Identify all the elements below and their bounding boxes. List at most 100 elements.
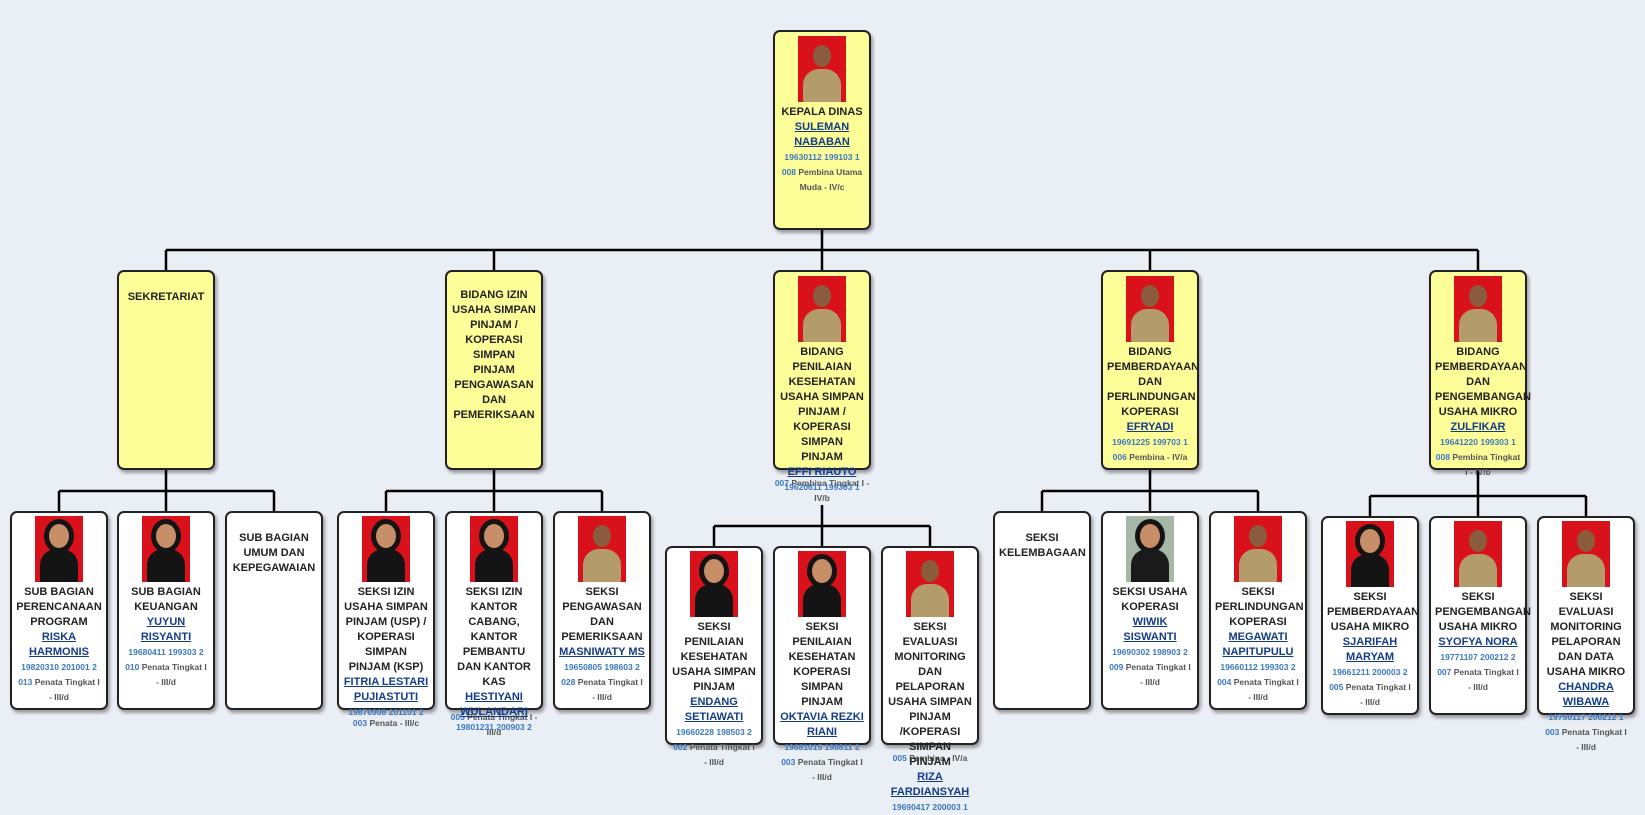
- unit-title: SEKSI PERLINDUNGAN KOPERASI: [1215, 586, 1304, 628]
- unit-title: SEKSI EVALUASI MONITORING PELAPORAN DAN …: [1546, 591, 1626, 678]
- rank-overflow: 007 Pembina Tingkat I - IV/b: [773, 476, 871, 506]
- person-photo: [1454, 521, 1502, 587]
- unit-title: SEKSI PENILAIAN KESEHATAN USAHA SIMPAN P…: [672, 621, 756, 693]
- unit-title: SUB BAGIAN KEUANGAN: [131, 586, 201, 613]
- official-rank: 008 Pembina Tingkat I - IV/b: [1435, 450, 1521, 480]
- unit-title: KEPALA DINAS: [781, 106, 863, 118]
- official-nip: 19820310 201001 2: [21, 662, 97, 672]
- connector-lines: [57, 230, 1588, 546]
- org-node-n20: SEKSI EVALUASI MONITORING PELAPORAN DAN …: [1537, 516, 1635, 752]
- official-name-link[interactable]: MASNIWATY MS: [559, 646, 645, 658]
- unit-title: SEKRETARIAT: [127, 291, 205, 303]
- rank-grade: Penata Tingkat I - III/d: [1561, 727, 1627, 752]
- rank-grade: Penata Tingkat I - III/d: [34, 677, 100, 702]
- person-photo: [470, 516, 518, 582]
- rank-code: 002: [673, 742, 688, 752]
- official-nip: 19661211 200003 2: [1332, 667, 1408, 677]
- unit-title: SEKSI IZIN KANTOR CABANG, KANTOR PEMBANT…: [457, 586, 531, 688]
- person-photo: [1126, 516, 1174, 582]
- official-rank: 003 Penata - III/c: [353, 718, 419, 728]
- rank-grade: Penata Tingkat I - III/d: [797, 757, 863, 782]
- rank-grade: Pembina Utama Muda - IV/c: [798, 167, 863, 192]
- rank-code: 003: [352, 718, 368, 728]
- official-name-link[interactable]: SJARIFAH MARYAM: [1342, 636, 1398, 663]
- person-photo: [142, 516, 190, 582]
- official-name-link[interactable]: OKTAVIA REZKI RIANI: [780, 711, 864, 738]
- org-node-n3: BIDANG PENILAIAN KESEHATAN USAHA SIMPAN …: [773, 270, 871, 492]
- rank-grade: Penata Tingkat I - III/d: [1125, 662, 1191, 687]
- person-photo: [35, 516, 83, 582]
- official-rank: 005 Pembina - IV/a: [893, 753, 968, 763]
- rank-code: 003: [1545, 727, 1560, 737]
- unit-title: SEKSI PENGAWASAN DAN PEMERIKSAAN: [561, 586, 643, 643]
- rank-grade: Penata Tingkat I - III/d: [467, 712, 538, 737]
- official-rank: 003 Penata Tingkat I - III/d: [779, 755, 865, 785]
- official-name-link[interactable]: EFRYADI: [1126, 421, 1174, 433]
- person-photo: [1234, 516, 1282, 582]
- official-nip: 19771107 200212 2: [1440, 652, 1516, 662]
- org-node-n2: BIDANG IZIN USAHA SIMPAN PINJAM / KOPERA…: [445, 270, 543, 470]
- official-name-link[interactable]: SULEMAN NABABAN: [794, 121, 850, 148]
- unit-title: BIDANG PENILAIAN KESEHATAN USAHA SIMPAN …: [780, 346, 864, 463]
- rank-grade: Pembina - IV/a: [909, 753, 968, 763]
- official-name-link[interactable]: RIZA FARDIANSYAH: [890, 771, 970, 798]
- official-name-link[interactable]: FITRIA LESTARI PUJIASTUTI: [343, 676, 429, 703]
- official-name-link[interactable]: SYOFYA NORA: [1438, 636, 1518, 648]
- rank-grade: Penata Tingkat I - III/d: [141, 662, 207, 687]
- official-name-link[interactable]: RISKA HARMONIS: [29, 631, 89, 658]
- org-node-n16: SEKSI USAHA KOPERASI WIWIK SISWANTI 196903…: [1101, 511, 1199, 710]
- official-nip: 19650805 198603 2: [564, 662, 640, 672]
- official-nip: 19681015 198811 2: [784, 742, 860, 752]
- org-node-n1: SEKRETARIAT: [117, 270, 215, 470]
- official-rank: 010 Penata Tingkat I - III/d: [123, 660, 209, 690]
- official-name-link[interactable]: YUYUN RISYANTI: [140, 616, 192, 643]
- unit-title: SEKSI PENGEMBANGAN USAHA MIKRO: [1435, 591, 1531, 633]
- rank-code: 003: [781, 757, 796, 767]
- org-node-n19: SEKSI PENGEMBANGAN USAHA MIKRO SYOFYA NOR…: [1429, 516, 1531, 715]
- official-rank: 002 Penata Tingkat I - III/d: [671, 740, 757, 770]
- official-name-link[interactable]: ENDANG SETIAWATI: [684, 696, 744, 723]
- rank-code: 010: [125, 662, 140, 672]
- unit-title: SEKSI KELEMBAGAAN: [999, 532, 1086, 559]
- rank-overflow: 005 Pembina - IV/a: [881, 751, 979, 766]
- official-name-link[interactable]: HESTIYANI WULANDARI: [460, 691, 528, 718]
- official-name-link[interactable]: WIWIK SISWANTI: [1123, 616, 1177, 643]
- unit-title: SEKSI USAHA KOPERASI: [1112, 586, 1188, 613]
- org-node-n11: SEKSI PENGAWASAN DAN PEMERIKSAAN MASNIWAT…: [553, 511, 651, 710]
- official-name-link[interactable]: MEGAWATI NAPITUPULU: [1222, 631, 1294, 658]
- official-nip: 19691225 199703 1: [1112, 437, 1188, 447]
- official-rank: 003 Penata Tingkat I - III/d: [1543, 725, 1629, 755]
- rank-grade: Penata Tingkat I - III/d: [689, 742, 755, 767]
- org-node-n10: SEKSI IZIN KANTOR CABANG, KANTOR PEMBANT…: [445, 511, 543, 732]
- org-node-n4: BIDANG PEMBERDAYAAN DAN PERLINDUNGAN KOP…: [1101, 270, 1199, 470]
- rank-grade: Penata Tingkat I - III/d: [1453, 667, 1519, 692]
- org-node-n17: SEKSI PERLINDUNGAN KOPERASI MEGAWATI NAPI…: [1209, 511, 1307, 710]
- official-nip: 19620611 199303 1: [784, 482, 860, 492]
- official-name-link[interactable]: ZULFIKAR: [1450, 421, 1506, 433]
- unit-title: SEKSI IZIN USAHA SIMPAN PINJAM (USP) / K…: [344, 586, 428, 673]
- unit-title: BIDANG PEMBERDAYAAN DAN PERLINDUNGAN KOP…: [1107, 346, 1200, 418]
- org-node-n9: SEKSI IZIN USAHA SIMPAN PINJAM (USP) / K…: [337, 511, 435, 717]
- person-photo: [1346, 521, 1394, 587]
- rank-grade: Penata Tingkat I - III/d: [1233, 677, 1299, 702]
- person-photo: [1562, 521, 1610, 587]
- org-node-n13: SEKSI PENILAIAN KESEHATAN KOPERASI SIMPA…: [773, 546, 871, 782]
- person-photo: [1126, 276, 1174, 342]
- rank-code: 008: [1435, 452, 1450, 462]
- official-name-link[interactable]: EFFI RIAUTO: [787, 466, 857, 478]
- official-rank: 007 Pembina Tingkat I - IV/b: [775, 478, 869, 503]
- org-node-n5: BIDANG PEMBERDAYAAN DAN PENGEMBANGAN USA…: [1429, 270, 1531, 477]
- official-rank: 006 Pembina - IV/a: [1107, 450, 1193, 465]
- person-photo: [1454, 276, 1502, 342]
- official-nip: 19690302 198903 2: [1112, 647, 1188, 657]
- official-nip: 19750117 200212 1: [1548, 712, 1624, 722]
- rank-overflow: 005 Penata Tingkat I - III/d: [445, 710, 543, 740]
- rank-grade: Penata Tingkat I - III/d: [1345, 682, 1411, 707]
- person-photo: [798, 36, 846, 102]
- official-name-link[interactable]: CHANDRA WIBAWA: [1558, 681, 1614, 708]
- official-nip: 19680411 199303 2: [128, 647, 204, 657]
- rank-code: 005: [892, 753, 907, 763]
